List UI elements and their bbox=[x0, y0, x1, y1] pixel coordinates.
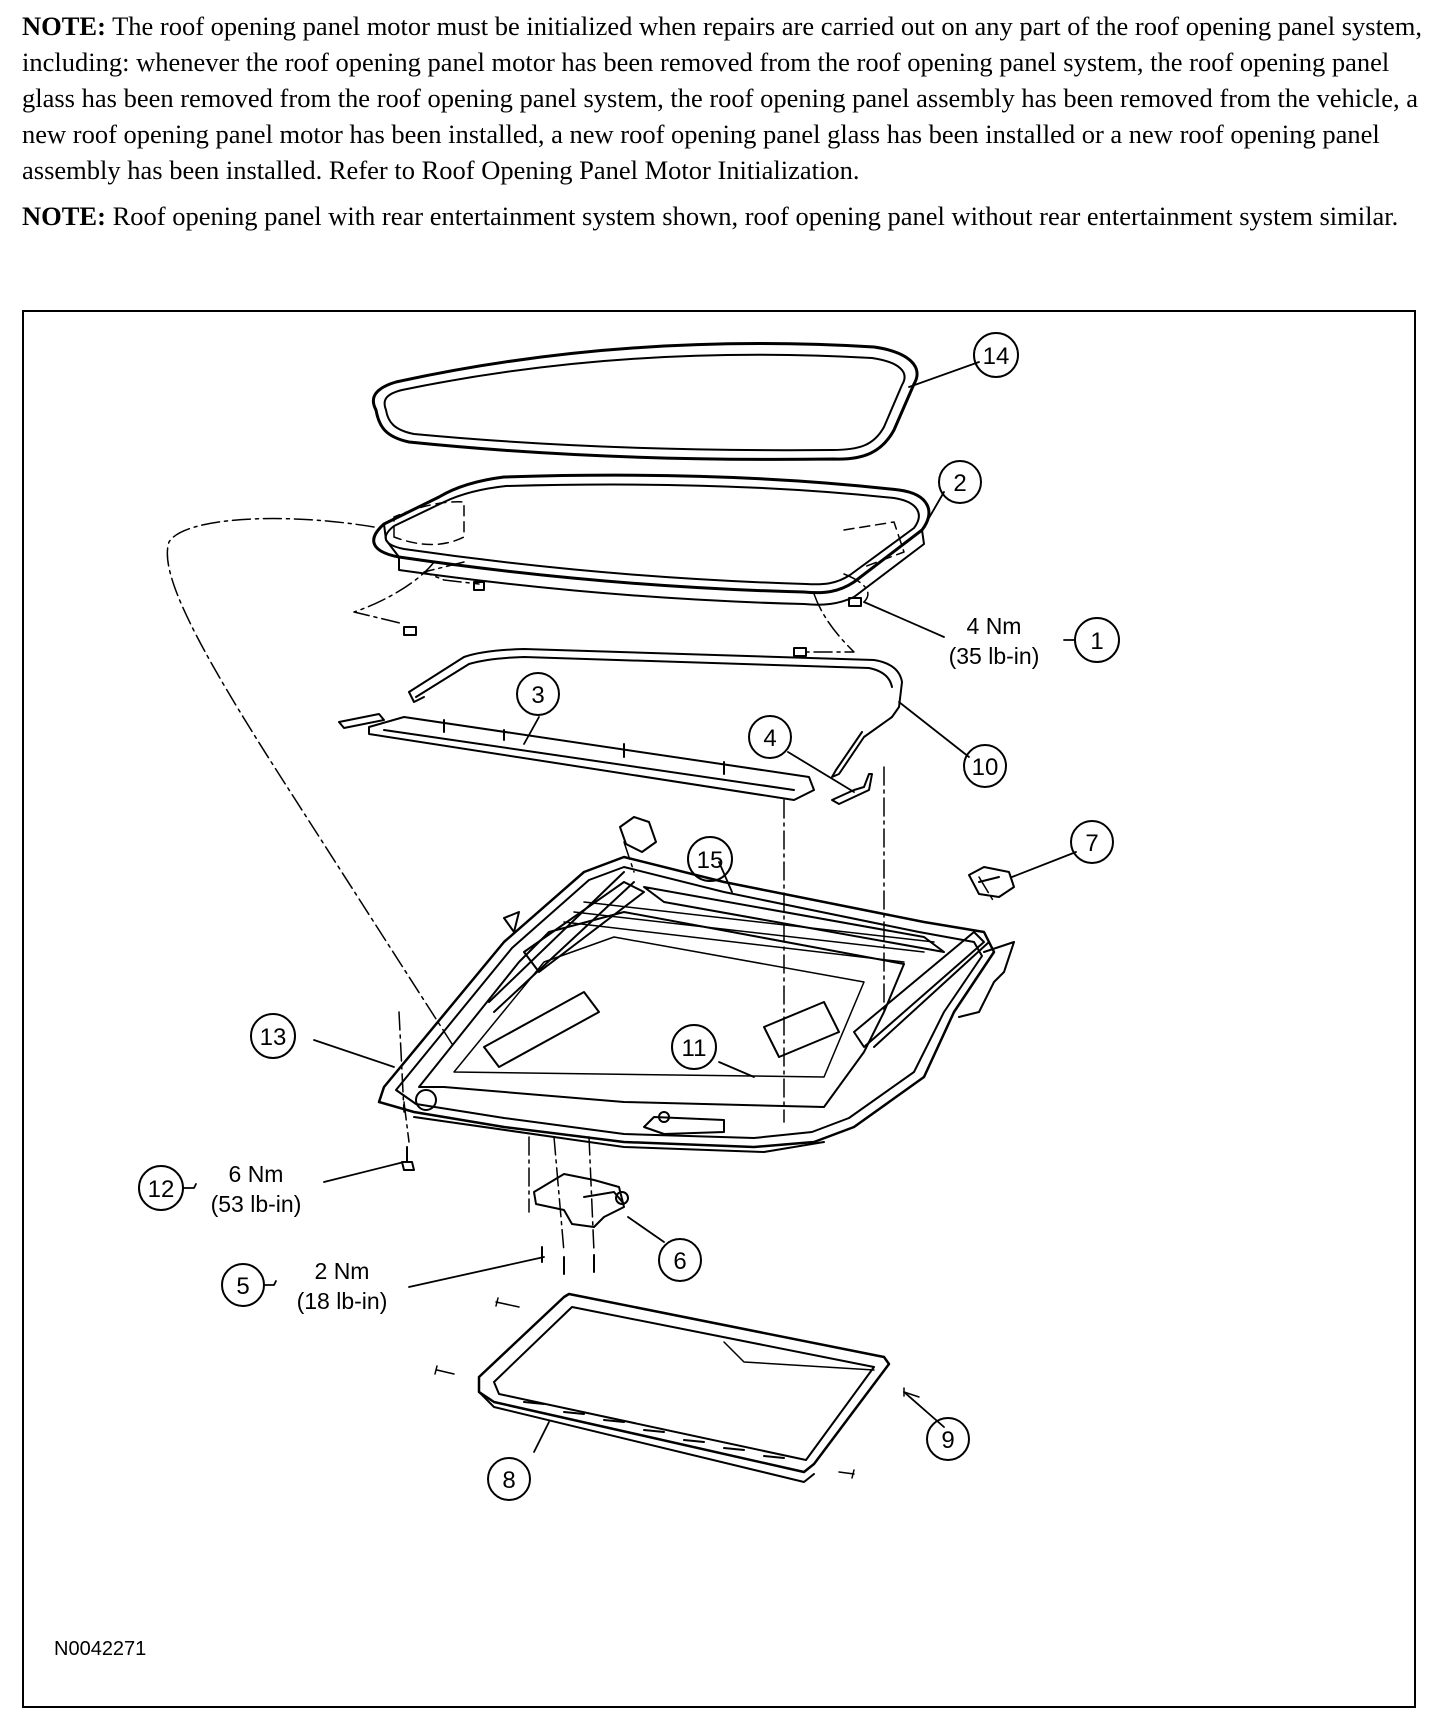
glass-panel bbox=[372, 473, 931, 606]
callout-ticks bbox=[183, 1183, 277, 1286]
callout-9: 9 bbox=[926, 1417, 970, 1461]
torque-labels: 4 Nm (35 lb-in) 6 Nm (53 lb-in) 2 Nm (18… bbox=[211, 613, 1040, 1314]
note-1: NOTE: The roof opening panel motor must … bbox=[22, 8, 1442, 188]
deflector-frame bbox=[408, 648, 903, 778]
svg-text:5: 5 bbox=[236, 1273, 249, 1300]
callout-11: 11 bbox=[671, 1024, 717, 1070]
callout-7: 7 bbox=[1070, 820, 1114, 864]
note-2-text: Roof opening panel with rear entertainme… bbox=[105, 201, 1399, 231]
callout-14: 14 bbox=[973, 332, 1019, 378]
callout-5: 5 bbox=[221, 1263, 265, 1307]
callout-12: 12 bbox=[138, 1165, 184, 1211]
main-frame bbox=[377, 855, 1015, 1153]
frame-screws bbox=[401, 1146, 595, 1275]
figure-id: N0042271 bbox=[54, 1638, 146, 1660]
svg-text:10: 10 bbox=[972, 754, 999, 781]
note-2: NOTE: Roof opening panel with rear enter… bbox=[22, 198, 1442, 234]
svg-text:4: 4 bbox=[763, 725, 776, 752]
callout-10: 10 bbox=[963, 744, 1007, 788]
svg-text:7: 7 bbox=[1085, 830, 1098, 857]
notes-section: NOTE: The roof opening panel motor must … bbox=[22, 8, 1442, 244]
callouts: 14 2 1 3 10 4 7 15 13 11 12 6 5 9 8 bbox=[138, 332, 1120, 1501]
torque-1-lbin: (35 lb-in) bbox=[949, 643, 1040, 669]
callout-2: 2 bbox=[938, 460, 982, 504]
rear-deflector bbox=[338, 713, 815, 801]
callout-6: 6 bbox=[658, 1238, 702, 1282]
torque-1-nm: 4 Nm bbox=[967, 613, 1022, 639]
torque-5-nm: 2 Nm bbox=[315, 1258, 370, 1284]
svg-text:13: 13 bbox=[260, 1024, 287, 1051]
roof-panel-seal bbox=[371, 342, 919, 461]
exploded-diagram: 14 2 1 3 10 4 7 15 13 11 12 6 5 9 8 4 Nm… bbox=[54, 332, 1120, 1660]
svg-text:6: 6 bbox=[673, 1248, 686, 1275]
bracket bbox=[831, 773, 873, 805]
callout-13: 13 bbox=[250, 1013, 296, 1059]
left-bracket bbox=[619, 816, 657, 853]
sunshade bbox=[477, 1292, 891, 1483]
svg-text:8: 8 bbox=[502, 1467, 515, 1494]
leader-lines bbox=[313, 361, 1077, 1453]
glass-panel-bolts bbox=[403, 581, 862, 657]
svg-text:9: 9 bbox=[941, 1427, 954, 1454]
torque-5-lbin: (18 lb-in) bbox=[297, 1288, 388, 1314]
callout-4: 4 bbox=[748, 715, 792, 759]
callout-1: 1 bbox=[1074, 617, 1120, 663]
callout-15: 15 bbox=[687, 836, 733, 882]
motor bbox=[533, 1173, 629, 1228]
right-bracket bbox=[968, 866, 1015, 898]
svg-text:11: 11 bbox=[682, 1035, 707, 1062]
torque-12-lbin: (53 lb-in) bbox=[211, 1191, 302, 1217]
svg-text:15: 15 bbox=[697, 847, 724, 874]
callout-8: 8 bbox=[487, 1457, 531, 1501]
torque-12-nm: 6 Nm bbox=[229, 1161, 284, 1187]
callout-3: 3 bbox=[516, 672, 560, 716]
svg-text:2: 2 bbox=[953, 470, 966, 497]
note-2-prefix: NOTE: bbox=[22, 201, 106, 231]
svg-text:3: 3 bbox=[531, 682, 544, 709]
note-1-text: The roof opening panel motor must be ini… bbox=[22, 11, 1422, 185]
svg-text:1: 1 bbox=[1090, 628, 1103, 655]
sunshade-pins bbox=[434, 1297, 920, 1479]
note-1-prefix: NOTE: bbox=[22, 11, 106, 41]
svg-text:14: 14 bbox=[983, 343, 1010, 370]
svg-text:12: 12 bbox=[148, 1176, 175, 1203]
diagram-frame: 14 2 1 3 10 4 7 15 13 11 12 6 5 9 8 4 Nm… bbox=[22, 310, 1416, 1708]
assembly-lines bbox=[166, 517, 995, 1253]
